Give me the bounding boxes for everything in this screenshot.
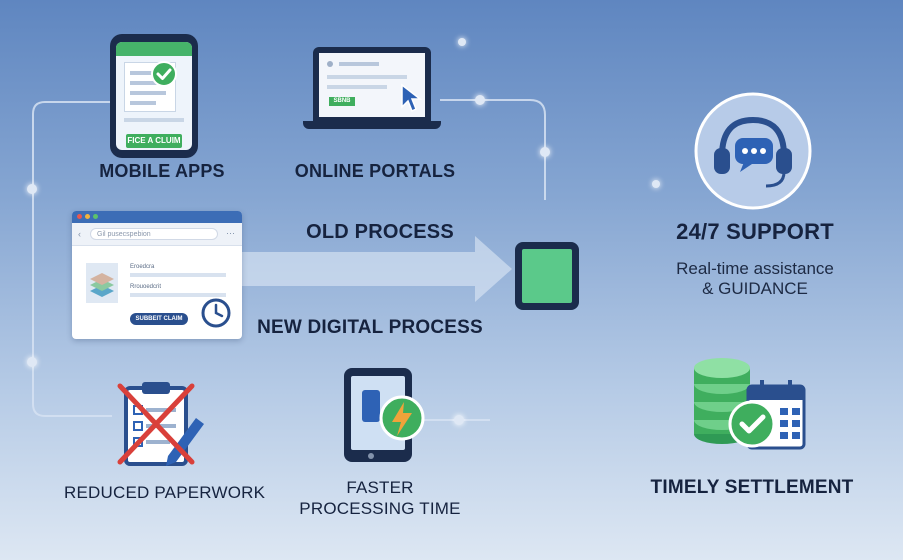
fast-tablet-illustration [344, 368, 425, 462]
headset-icon [694, 92, 812, 210]
browser-menu-icon[interactable]: ⋯ [226, 228, 235, 238]
phone-header [116, 42, 192, 56]
form-field-line [130, 273, 226, 277]
connector-dot [540, 147, 550, 157]
cursor-icon [401, 83, 423, 113]
form-field-line [130, 293, 226, 297]
file-claim-button[interactable]: FICE A CLUIM [126, 134, 182, 148]
process-arrow [240, 236, 512, 302]
settlement-illustration [694, 358, 806, 450]
check-icon [728, 400, 776, 448]
form-field-label: Eroedcra [130, 264, 155, 270]
old-process-label: OLD PROCESS [306, 221, 454, 243]
mobile-phone-illustration: FICE A CLUIM [110, 34, 198, 158]
support-line2: & GUIDANCE [702, 279, 808, 298]
chat-bubble-icon [735, 138, 773, 172]
tablet-icon [515, 242, 579, 310]
mobile-apps-label: MOBILE APPS [99, 161, 225, 181]
online-portals-label: ONLINE PORTALS [294, 161, 456, 181]
submit-claim-button[interactable]: SUBBEIT CLAIM [130, 313, 188, 325]
sparkle-dot [652, 180, 660, 188]
connector-dot [475, 95, 485, 105]
browser-toolbar: ‹ Gil pusecspebion ⋯ [72, 223, 242, 246]
sparkle-dot [458, 38, 466, 46]
support-line1: Real-time assistance [676, 259, 834, 278]
faster-line1: FASTER [346, 478, 414, 497]
browser-address-bar[interactable]: Gil pusecspebion [90, 228, 218, 240]
check-icon [151, 61, 177, 87]
timely-settlement-label: TIMELY SETTLEMENT [650, 477, 854, 498]
clock-icon [201, 298, 231, 328]
connector-dot [454, 415, 464, 425]
clipboard-icon [117, 382, 204, 466]
pen-icon [166, 418, 204, 466]
form-field-label: Rrouoedcrit [130, 284, 162, 290]
portal-submit-button[interactable]: SBNB [329, 97, 355, 106]
new-process-label: NEW DIGITAL PROCESS [257, 317, 483, 338]
connector-dot [27, 184, 37, 194]
connector-dot [27, 357, 37, 367]
browser-window: ‹ Gil pusecspebion ⋯ Eroedcra Rrouoedcri… [72, 211, 242, 339]
reduced-paperwork-label: REDUCED PAPERWORK [64, 483, 266, 502]
support-title: 24/7 SUPPORT [676, 219, 834, 244]
laptop-illustration: SBNB [313, 47, 431, 121]
laptop-screen: SBNB [319, 53, 425, 117]
lightning-icon [379, 395, 425, 441]
document-stack-icon [86, 263, 118, 303]
laptop-base [303, 121, 441, 129]
browser-titlebar [72, 211, 242, 223]
faster-line2: PROCESSING TIME [299, 499, 461, 518]
phone-screen: FICE A CLUIM [116, 42, 192, 150]
